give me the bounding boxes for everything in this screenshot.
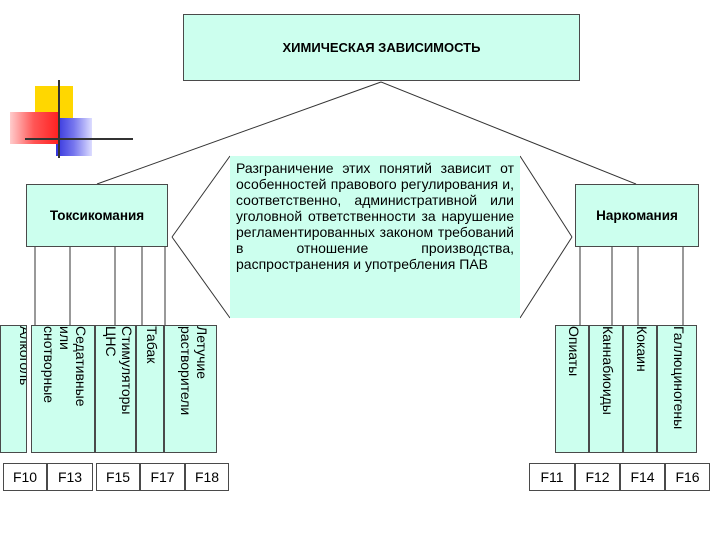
substance-label: Летучие растворители	[177, 326, 210, 416]
code-label: F12	[585, 469, 610, 485]
code-cell: F10	[3, 463, 47, 491]
code-cell: F12	[575, 463, 620, 491]
code-cell: F13	[47, 463, 93, 491]
substance-label: Седативные или снотворные	[41, 326, 89, 407]
code-label: F15	[105, 469, 131, 485]
code-cell: F15	[96, 463, 140, 491]
decor-blue-square	[56, 118, 92, 156]
substance-column: Алкоголь	[0, 325, 27, 453]
decor-vline	[58, 80, 60, 158]
code-label: F10	[12, 469, 38, 485]
code-label: F13	[57, 469, 83, 485]
substance-column: Каннабиоиды	[589, 325, 623, 453]
substance-label: Каннабиоиды	[600, 326, 616, 415]
title-box: ХИМИЧЕСКАЯ ЗАВИСИМОСТЬ	[183, 14, 580, 81]
right-category-label: Наркомания	[596, 208, 678, 223]
title-text: ХИМИЧЕСКАЯ ЗАВИСИМОСТЬ	[282, 40, 481, 55]
substance-label: Кокаин	[634, 326, 650, 372]
substance-column: Кокаин	[623, 325, 657, 453]
substance-label: Опиаты	[566, 326, 582, 377]
substance-column: Галлюциногены	[657, 325, 697, 453]
code-label: F17	[150, 469, 175, 485]
decor-hline	[25, 138, 133, 140]
left-category-label: Токсикомания	[49, 208, 145, 223]
code-label: F14	[630, 469, 655, 485]
left-category-box: Токсикомания	[26, 184, 168, 247]
substance-column: Седативные или снотворные	[31, 325, 95, 453]
code-label: F16	[675, 469, 700, 485]
substance-label: Стимуляторы ЦНС	[102, 326, 135, 415]
substance-column: Табак	[136, 325, 164, 453]
center-explanation: Разграничение этих понятий зависит от ос…	[230, 156, 520, 318]
code-label: F18	[194, 469, 220, 485]
code-cell: F11	[529, 463, 575, 491]
substance-label: Табак	[144, 326, 160, 364]
code-cell: F17	[140, 463, 185, 491]
substance-label: Галлюциногены	[671, 326, 687, 430]
substance-column: Опиаты	[555, 325, 589, 453]
code-cell: F14	[620, 463, 665, 491]
code-cell: F16	[665, 463, 710, 491]
substance-column: Летучие растворители	[164, 325, 217, 453]
substance-label: Алкоголь	[16, 326, 27, 386]
code-label: F11	[540, 469, 564, 485]
code-cell: F18	[185, 463, 229, 491]
right-category-box: Наркомания	[575, 184, 699, 247]
substance-column: Стимуляторы ЦНС	[95, 325, 136, 453]
